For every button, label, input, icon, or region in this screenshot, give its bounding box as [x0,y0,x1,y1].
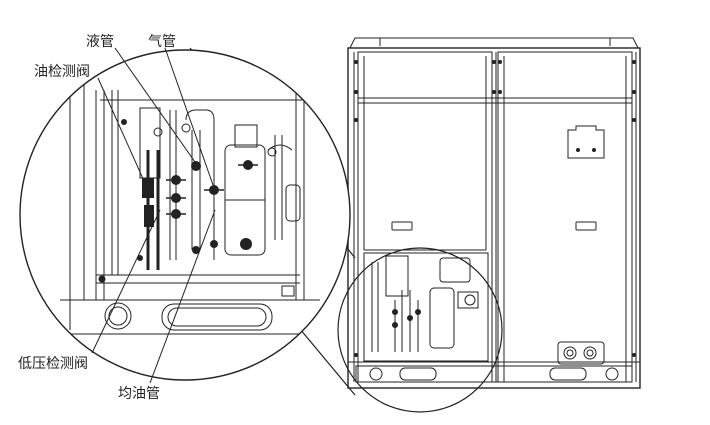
oil-check-valve-label: 油检测阀 [34,64,90,80]
low-pressure-check-valve-label: 低压检测阀 [18,356,88,372]
leader-lines [91,47,216,384]
magnified-detail [60,70,320,335]
gas-pipe-label: 气管 [148,34,176,50]
oil-balance-pipe-label: 均油管 [118,386,160,402]
outdoor-unit [347,37,641,389]
liquid-pipe-label: 液管 [86,34,114,50]
magnified-circle [19,49,351,381]
detail-marker-circle [337,247,503,413]
